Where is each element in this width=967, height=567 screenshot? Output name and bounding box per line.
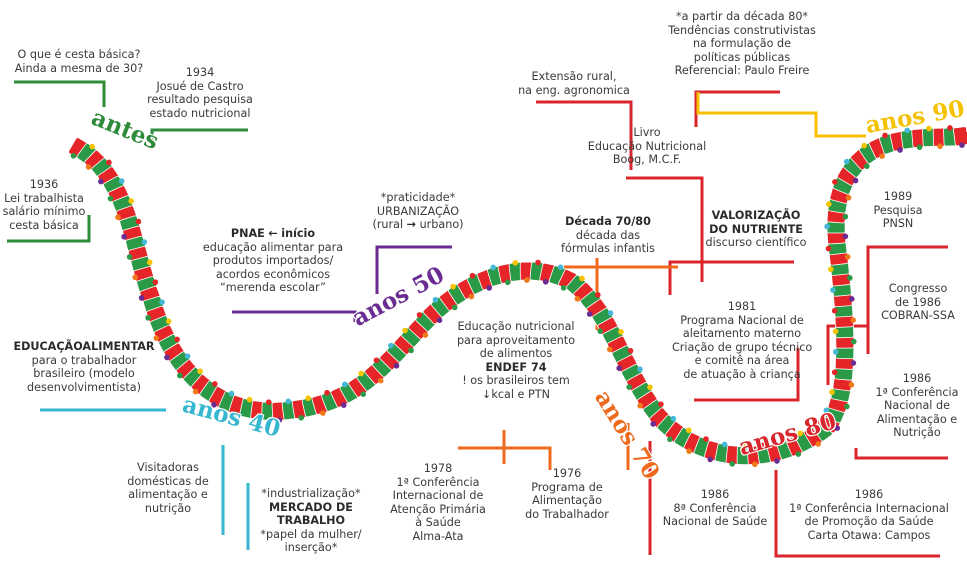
note-valorizacao: VALORIZAÇÃO DO NUTRIENTE discurso cientí… [705, 209, 807, 249]
pnae-title-rest: início [281, 227, 316, 240]
leader-line [826, 324, 868, 385]
leader-line [854, 448, 948, 460]
pnae-title: PNAE [230, 227, 265, 240]
leader-line [694, 90, 780, 127]
leader-line [150, 128, 248, 143]
note-pnae: PNAE ← início educação alimentar para pr… [202, 227, 344, 294]
note-cesta-basica: O que é cesta básica? Ainda a mesma de 3… [14, 48, 144, 75]
arrow-left-icon: ← [268, 227, 278, 240]
note-alma-ata: 1978 1ª Conferência Internacional de Ate… [390, 462, 486, 543]
leader-line [536, 100, 633, 170]
note-visitadoras: Visitadoras domésticas de alimentação e … [127, 461, 209, 515]
leader-line [626, 176, 704, 282]
leader-line [232, 310, 357, 322]
leader-line [458, 446, 552, 470]
note-mercado-trabalho: *industrialização* MERCADO DE TRABALHO *… [260, 487, 362, 554]
note-conferencia-alimentacao: 1986 1ª Conferência Nacional de Alimenta… [875, 372, 959, 439]
note-pat-1976: 1976 Programa de Alimentação do Trabalha… [525, 467, 609, 521]
note-castro-1934: 1934 Josué de Castro resultado pesquisa … [147, 66, 253, 120]
note-educacao-alimentar: EDUCAÇÃOALIMENTAR para o trabalhador bra… [13, 340, 155, 394]
leader-line [668, 260, 794, 295]
leader-line [14, 80, 106, 107]
note-extensao-rural: Extensão rural, na eng. agronomica [518, 70, 630, 97]
leader-line [694, 348, 800, 402]
note-aleitamento-1981: 1981 Programa Nacional de aleitamento ma… [672, 300, 813, 381]
leader-lines [7, 80, 948, 558]
note-urbanizacao: *praticidade* URBANIZAÇÃO (rural → urban… [372, 191, 464, 231]
leader-line [696, 92, 866, 138]
note-livro-boog: Livro Educação Nutricional Boog, M.C.F. [587, 126, 707, 166]
note-decada-70-80: Década 70/80 década das fórmulas infanti… [561, 215, 655, 255]
leader-line [866, 245, 948, 354]
puzzle-path [68, 125, 967, 468]
note-pnsn-1989: 1989 Pesquisa PNSN [873, 190, 923, 230]
note-cobran: Congresso de 1986 COBRAN-SSA [881, 282, 955, 322]
leader-line [375, 245, 452, 294]
note-conferencia-saude-1986: 1986 8ª Conferência Nacional de Saúde [662, 488, 768, 528]
note-endef-74: Educação nutricional para aproveitamento… [456, 320, 576, 401]
arrow-right-icon: → [406, 218, 417, 231]
arrow-down-icon: ↓ [482, 387, 492, 401]
leader-line [7, 215, 91, 243]
note-carta-otawa: 1986 1ª Conferência Internacional de Pro… [789, 488, 949, 542]
note-construtivistas: *a partir da década 80* Tendências const… [668, 10, 816, 77]
leader-line [774, 470, 940, 558]
puzzle-piece [953, 126, 967, 148]
note-lei-1936: 1936 Lei trabalhista salário mínimo cest… [2, 178, 86, 232]
